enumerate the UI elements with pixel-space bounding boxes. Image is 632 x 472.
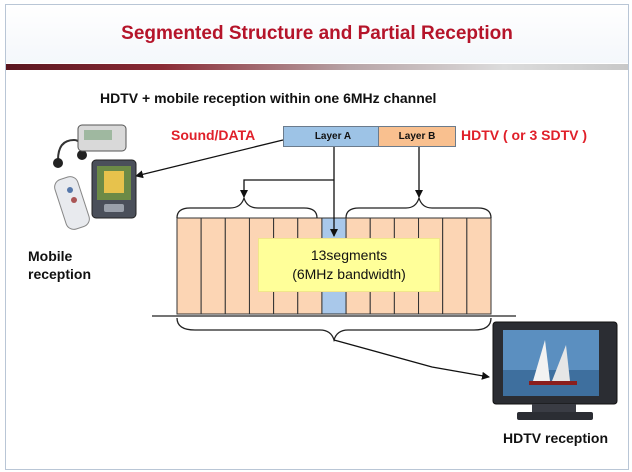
brace-layer-a xyxy=(176,195,318,219)
title-band: Segmented Structure and Partial Receptio… xyxy=(6,5,628,63)
brace-all-segments xyxy=(176,317,492,343)
mobile-label-line1: Mobile xyxy=(28,248,73,264)
arrow-to-hdtv xyxy=(333,339,490,380)
segment xyxy=(466,217,492,315)
slide-subtitle: HDTV + mobile reception within one 6MHz … xyxy=(100,90,437,106)
title-rule xyxy=(6,64,628,70)
segment xyxy=(176,217,202,315)
segment xyxy=(442,217,468,315)
layer-a-box: Layer A xyxy=(283,126,383,147)
segments-count-text: 13segments xyxy=(310,247,388,263)
mobile-reception-label: Mobile reception xyxy=(28,247,91,283)
slide: Segmented Structure and Partial Receptio… xyxy=(5,4,629,470)
mobile-devices-icon xyxy=(53,124,137,230)
hdtv-set-icon xyxy=(492,321,618,420)
hdtv-reception-label: HDTV reception xyxy=(503,430,609,446)
sound-data-label: Sound/DATA xyxy=(171,127,256,143)
bandwidth-text: (6MHz bandwidth) xyxy=(292,266,406,282)
hdtv-layer-label: HDTV ( or 3 SDTV ) xyxy=(461,127,588,143)
brace-layer-b xyxy=(345,195,492,219)
layer-b-box: Layer B xyxy=(378,126,456,147)
segment xyxy=(200,217,226,315)
segments-label-box: 13segments (6MHz bandwidth) xyxy=(258,238,440,292)
mobile-label-line2: reception xyxy=(28,266,92,282)
layer-a-brace-connector xyxy=(240,179,334,198)
arrow-to-mobile xyxy=(135,139,284,179)
segment xyxy=(224,217,250,315)
slide-title: Segmented Structure and Partial Receptio… xyxy=(121,23,513,44)
